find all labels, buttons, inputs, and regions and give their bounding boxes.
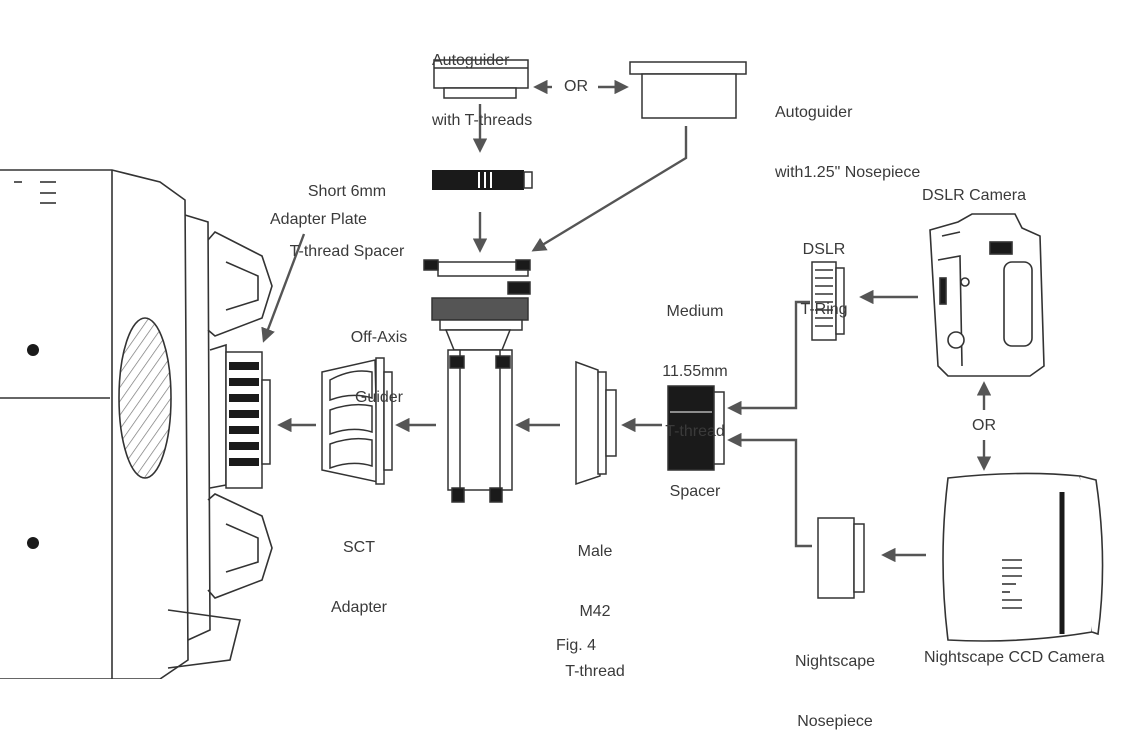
label-autoguider-t-threads: Autoguider with T-threads	[432, 52, 533, 129]
assembly-diagram	[0, 59, 1104, 680]
label-fig: Fig. 4	[556, 637, 597, 654]
adapter-plate	[225, 351, 271, 489]
dslr-t-ring	[811, 261, 845, 341]
label-dslr-camera: DSLR Camera	[922, 187, 1027, 204]
short-spacer	[432, 170, 533, 190]
label-adapter-plate: Adapter Plate	[270, 211, 367, 228]
label-off-axis-guider: Off-Axis Guider	[350, 329, 408, 406]
diagram-stage: Autoguider with T-threads OR Autoguider …	[0, 52, 1105, 730]
nightscape-ccd-camera	[942, 472, 1104, 642]
arrow-nosepiece-to-oag	[531, 126, 688, 252]
label-or-top: OR	[564, 78, 588, 95]
arrow-adapter-plate	[261, 233, 306, 343]
label-autoguider-nosepiece: Autoguider with1.25" Nosepiece	[775, 104, 921, 181]
telescope-knob-upper	[27, 344, 39, 356]
autoguider-nosepiece	[629, 61, 747, 119]
medium-spacer	[667, 385, 725, 471]
autoguider-t-threads	[433, 59, 529, 99]
nightscape-nosepiece	[817, 517, 865, 599]
label-dslr-t-ring: DSLR T-Ring	[800, 241, 848, 318]
label-nightscape-nosepiece: Nightscape Nosepiece	[794, 653, 876, 730]
label-sct-adapter: SCT Adapter	[330, 539, 388, 616]
male-m42-t-thread	[575, 360, 617, 486]
label-medium-spacer: Medium 11.55mm T-thread Spacer	[662, 303, 728, 500]
off-axis-guider	[423, 259, 531, 503]
telescope-knob-lower	[27, 537, 39, 549]
arrow-tring-to-spacer	[727, 300, 810, 416]
label-nightscape-ccd: Nightscape CCD Camera	[924, 649, 1105, 666]
telescope	[0, 169, 273, 680]
label-or-right: OR	[972, 417, 996, 434]
label-male-m42: Male M42 T-thread	[565, 543, 625, 680]
dslr-camera	[929, 213, 1045, 377]
arrow-nose-to-spacer	[727, 432, 812, 548]
label-short-spacer: Short 6mm T-thread Spacer	[289, 183, 405, 260]
arrows	[261, 79, 992, 563]
sct-adapter	[321, 357, 393, 485]
